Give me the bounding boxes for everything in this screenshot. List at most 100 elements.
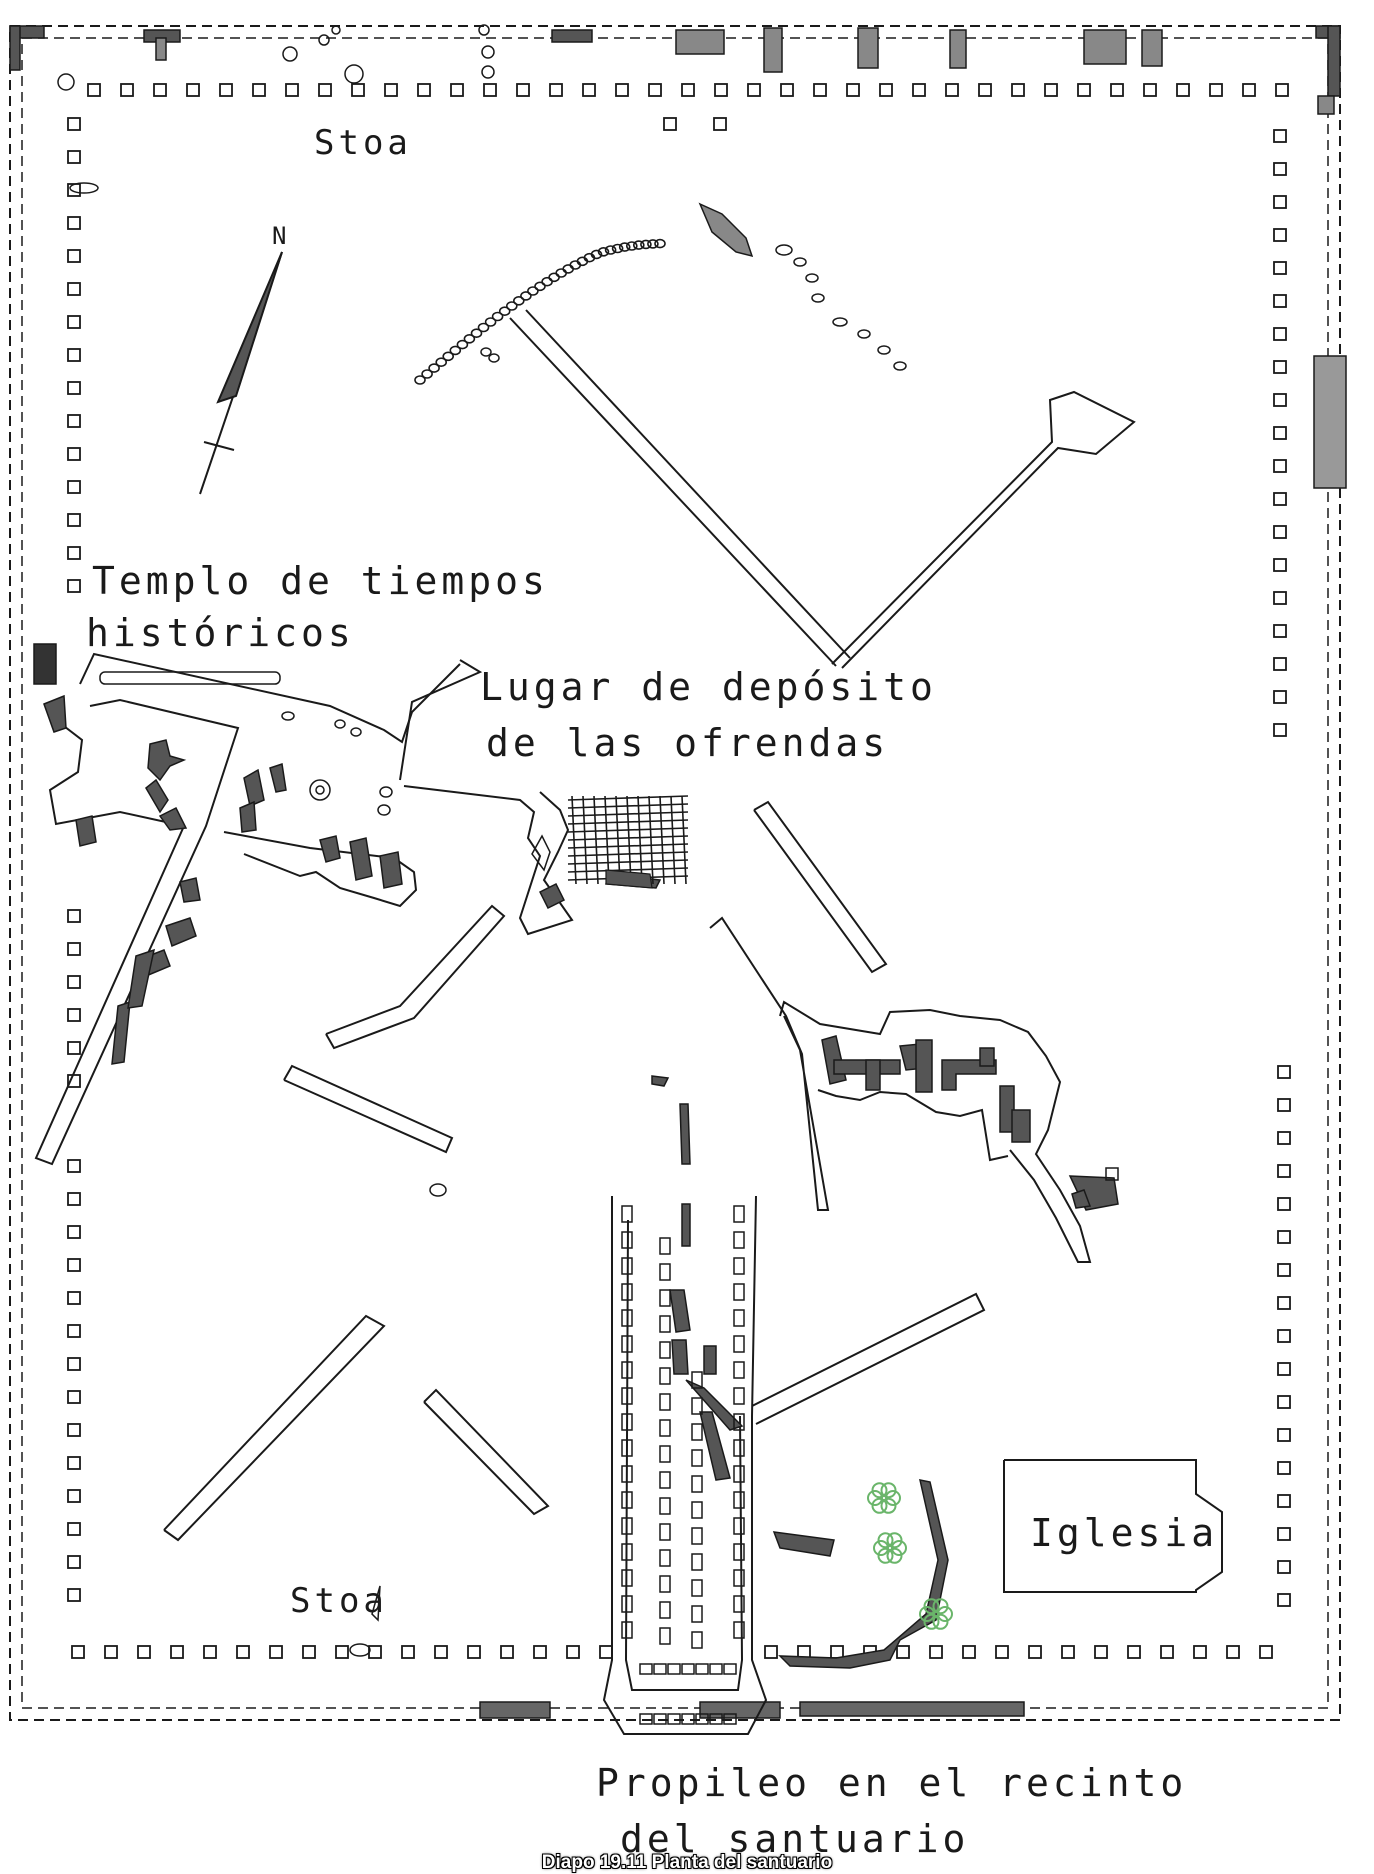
post [67,1489,81,1503]
post [1209,83,1223,97]
paving-stone [621,1387,633,1405]
paving-stone [639,1663,653,1675]
post [1110,83,1124,97]
paving-stone [621,1413,633,1431]
post [67,1291,81,1305]
post [153,83,167,97]
paving-stone [621,1257,633,1275]
paving-stone [709,1663,723,1675]
post [67,117,81,131]
paving-stone [733,1205,745,1223]
grid-line [637,795,643,885]
templo-label-line2: históricos [86,611,355,655]
tree-lobe [886,1547,903,1564]
tree-lobe [923,1598,940,1615]
arc-stone [449,345,462,356]
post [566,1645,580,1659]
post [67,1041,81,1055]
tree-lobe [923,1613,940,1630]
post [67,1192,81,1206]
paving-stone [733,1569,745,1587]
grid-line [567,867,689,873]
post [1193,1645,1207,1659]
post [1277,1296,1291,1310]
post [648,83,662,97]
arc-stone [505,301,518,311]
paving-stone [659,1367,671,1385]
outer-enclosure [9,25,1341,1721]
offering-deposit-grid [567,795,689,885]
post [1273,327,1287,341]
post [896,1645,910,1659]
post [67,447,81,461]
paving-stone [659,1237,671,1255]
arc-stone [484,317,497,327]
post [1277,1461,1291,1475]
north-arrow-icon [199,251,283,495]
paving-stone [691,1501,703,1519]
tree-lobe [886,1532,903,1549]
tree-lobe [871,1497,888,1514]
post [615,83,629,97]
paving-stone [659,1263,671,1281]
post [1143,83,1157,97]
paving-stone [733,1257,745,1275]
post [912,83,926,97]
paving-stone [733,1621,745,1639]
paving-stone [709,1713,723,1725]
grid-line [615,795,621,885]
tree-icon [867,1482,953,1630]
post [67,381,81,395]
tree-center [932,1610,940,1618]
post [67,150,81,164]
post [67,1225,81,1239]
post [483,83,497,97]
arc-stone [597,247,610,257]
post [681,83,695,97]
paving-stone [733,1309,745,1327]
post [1277,1263,1291,1277]
post [1273,525,1287,539]
grid-line [567,851,689,857]
paving-stone [659,1445,671,1463]
post [351,83,365,97]
post [67,1357,81,1371]
arc-stone [647,239,659,249]
arc-stone [618,242,631,252]
paving-stone [659,1471,671,1489]
post [1273,624,1287,638]
post [1273,195,1287,209]
post [1273,162,1287,176]
paving-stone [733,1231,745,1249]
lugar-label-line2: de las ofrendas [486,721,889,765]
paving-stone [621,1621,633,1639]
post [1277,1065,1291,1079]
post [1277,1098,1291,1112]
paving-stone [659,1575,671,1593]
post [87,83,101,97]
post [67,315,81,329]
paving-stone [691,1527,703,1545]
tree-lobe [880,1497,897,1514]
paving-stone [653,1713,667,1725]
stoa-top-label: Stoa [314,123,412,163]
arc-stone [456,339,469,350]
post [67,1588,81,1602]
post [434,1645,448,1659]
post [269,1645,283,1659]
post [1077,83,1091,97]
paving-stone [667,1713,681,1725]
post [467,1645,481,1659]
post [599,1645,613,1659]
post [1277,1131,1291,1145]
arc-stone [512,295,525,306]
paving-stone [691,1475,703,1493]
post [401,1645,415,1659]
paving-stone [621,1309,633,1327]
post [1242,83,1256,97]
post [500,1645,514,1659]
arc-stone [590,249,603,260]
tree-center [880,1494,888,1502]
paving-stone [659,1315,671,1333]
paving-stone [667,1663,681,1675]
